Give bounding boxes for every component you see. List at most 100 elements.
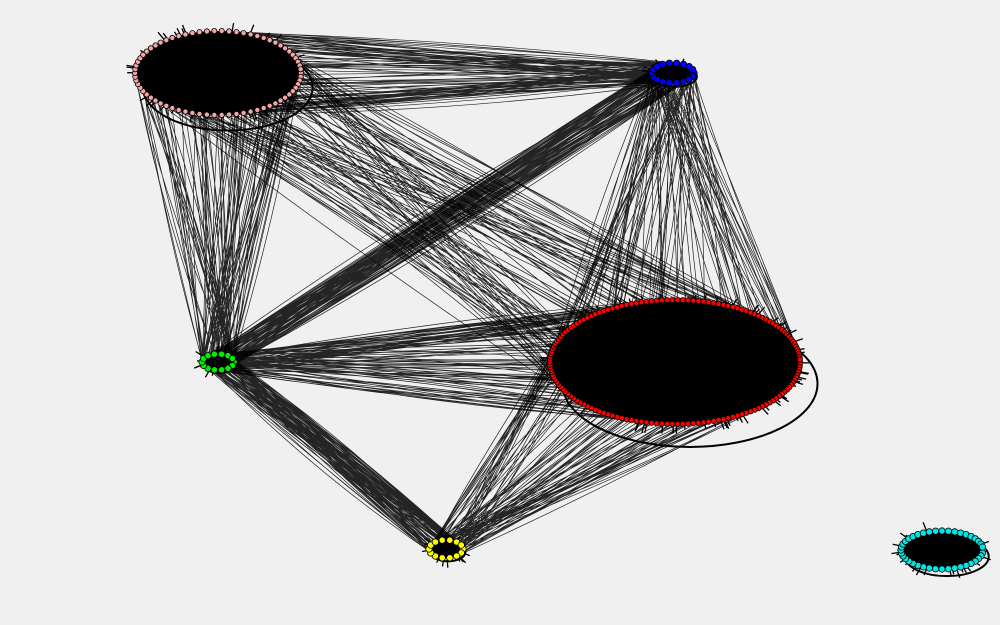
node-pink bbox=[260, 105, 267, 112]
node-pink bbox=[196, 110, 203, 117]
node-pink bbox=[143, 48, 150, 55]
node-pink bbox=[247, 108, 254, 115]
node-green bbox=[210, 366, 218, 374]
node-red bbox=[628, 417, 635, 424]
edge-bundle-pink-blue bbox=[134, 30, 695, 116]
node-blue bbox=[672, 79, 681, 87]
node-pink bbox=[277, 42, 284, 49]
node-pink bbox=[226, 28, 233, 35]
node-pink bbox=[182, 31, 189, 38]
node-blue bbox=[689, 66, 697, 74]
node-red bbox=[705, 299, 712, 306]
node-pink bbox=[189, 30, 196, 37]
clusters-layer bbox=[126, 22, 991, 579]
node-pink bbox=[157, 100, 164, 107]
node-cyan bbox=[978, 543, 987, 551]
node-red bbox=[725, 415, 732, 422]
node-red bbox=[633, 299, 640, 306]
node-red bbox=[674, 296, 681, 303]
node-blue bbox=[672, 59, 681, 67]
node-red bbox=[720, 301, 727, 308]
node-red bbox=[710, 299, 717, 306]
node-red bbox=[715, 300, 722, 307]
node-red bbox=[618, 302, 625, 309]
node-red bbox=[669, 296, 676, 303]
node-red bbox=[664, 420, 671, 427]
node-cyan bbox=[951, 564, 959, 572]
cluster-blue bbox=[641, 58, 698, 93]
node-cyan bbox=[925, 564, 933, 572]
cluster-cyan bbox=[891, 522, 991, 579]
node-red bbox=[710, 417, 717, 424]
node-red bbox=[695, 419, 702, 426]
node-red bbox=[658, 420, 665, 427]
node-red bbox=[623, 301, 630, 308]
node-blue bbox=[679, 78, 688, 86]
node-yellow bbox=[431, 538, 439, 546]
node-pink bbox=[254, 107, 261, 114]
node-red bbox=[674, 420, 681, 427]
node-yellow bbox=[457, 541, 465, 549]
cluster-interior bbox=[550, 300, 800, 424]
edge-bundle-pink-green bbox=[134, 30, 302, 371]
node-pink bbox=[266, 102, 273, 109]
edge-lines bbox=[201, 353, 464, 559]
node-red bbox=[628, 300, 635, 307]
node-blue bbox=[665, 79, 674, 87]
node-pink bbox=[282, 94, 289, 101]
node-pink bbox=[147, 94, 154, 101]
node-cyan bbox=[931, 565, 940, 573]
node-red bbox=[679, 420, 686, 427]
edge-lines bbox=[549, 62, 801, 425]
node-red bbox=[700, 419, 707, 426]
node-red bbox=[669, 420, 676, 427]
node-red bbox=[643, 419, 650, 426]
node-cyan bbox=[944, 527, 953, 535]
node-yellow bbox=[438, 554, 446, 562]
node-yellow bbox=[452, 552, 461, 560]
node-red bbox=[653, 297, 660, 304]
cluster-green bbox=[193, 343, 241, 378]
node-pink bbox=[233, 110, 240, 117]
node-red bbox=[643, 298, 650, 305]
edge-lines bbox=[134, 30, 695, 116]
node-red bbox=[720, 416, 727, 423]
node-pink bbox=[147, 45, 154, 52]
node-pink bbox=[254, 33, 261, 40]
node-cyan bbox=[919, 529, 928, 537]
node-pink bbox=[226, 111, 233, 118]
node-yellow bbox=[446, 554, 454, 562]
cluster-interior bbox=[135, 31, 301, 115]
node-blue bbox=[658, 60, 667, 68]
node-pink bbox=[277, 97, 284, 104]
node-pink bbox=[163, 102, 170, 109]
node-yellow bbox=[438, 536, 446, 544]
node-red bbox=[633, 417, 640, 424]
node-red bbox=[796, 356, 803, 363]
node-pink bbox=[233, 29, 240, 36]
node-pink bbox=[297, 66, 304, 73]
node-red bbox=[623, 416, 630, 423]
node-red bbox=[638, 299, 645, 306]
node-pink bbox=[169, 105, 176, 112]
edge-bundle-green-red bbox=[201, 299, 801, 425]
node-cyan bbox=[938, 527, 946, 535]
node-pink bbox=[260, 34, 267, 41]
node-pink bbox=[196, 29, 203, 36]
edge-lines bbox=[201, 299, 801, 425]
node-blue bbox=[665, 59, 674, 67]
node-pink bbox=[272, 100, 279, 107]
node-pink bbox=[247, 31, 254, 38]
node-red bbox=[638, 418, 645, 425]
node-cyan bbox=[956, 563, 965, 571]
node-red bbox=[685, 297, 692, 304]
node-red bbox=[690, 420, 697, 427]
cluster-interior bbox=[901, 531, 983, 569]
cluster-red bbox=[539, 293, 819, 448]
cluster-pink bbox=[126, 22, 314, 132]
node-pink bbox=[182, 108, 189, 115]
node-pink bbox=[272, 39, 279, 46]
node-cyan bbox=[925, 528, 933, 536]
node-red bbox=[685, 420, 692, 427]
